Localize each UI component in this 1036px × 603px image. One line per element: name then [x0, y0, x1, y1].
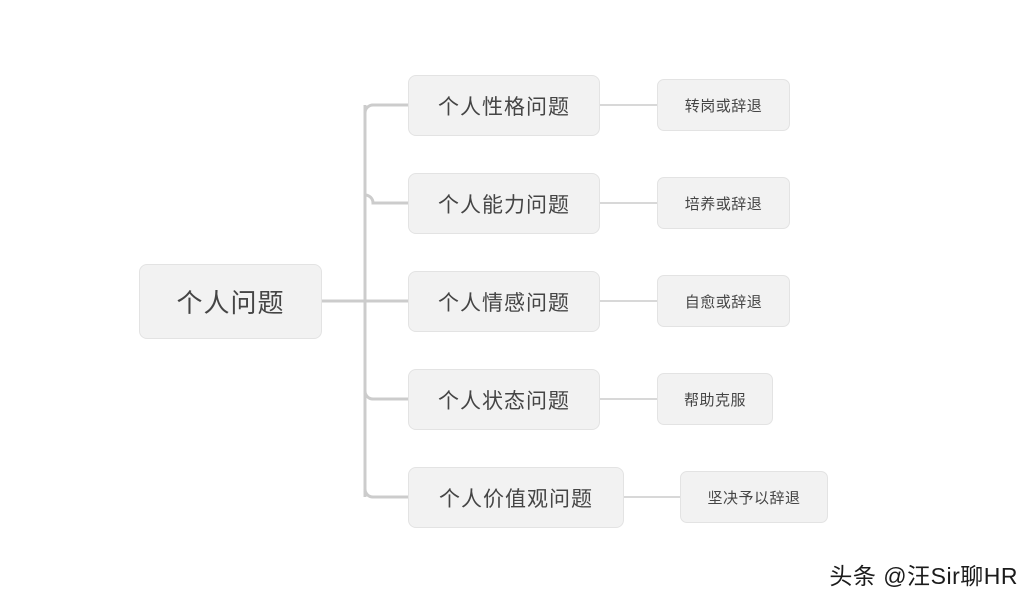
branch-node-3-label: 个人情感问题 [438, 291, 570, 315]
outcome-node-5-label: 坚决予以辞退 [707, 489, 801, 507]
connector-branch-2 [364, 193, 408, 205]
branch-node-4-label: 个人状态问题 [438, 389, 570, 413]
branch-node-2-label: 个人能力问题 [438, 193, 570, 217]
branch-node-1-label: 个人性格问题 [438, 95, 570, 119]
branch-node-4[interactable]: 个人状态问题 [408, 369, 600, 430]
branch-node-1[interactable]: 个人性格问题 [408, 75, 600, 136]
branch-node-5[interactable]: 个人价值观问题 [408, 467, 624, 528]
outcome-node-5[interactable]: 坚决予以辞退 [680, 471, 828, 523]
branch-node-3[interactable]: 个人情感问题 [408, 271, 600, 332]
outcome-node-2-label: 培养或辞退 [684, 195, 763, 213]
outcome-node-1-label: 转岗或辞退 [684, 97, 763, 115]
outcome-node-1[interactable]: 转岗或辞退 [657, 79, 790, 131]
connector-branch-1 [363, 103, 408, 114]
outcome-node-3[interactable]: 自愈或辞退 [657, 275, 790, 327]
root-node-label: 个人问题 [176, 288, 285, 318]
outcome-node-4-label: 帮助克服 [683, 391, 746, 409]
outcome-node-3-label: 自愈或辞退 [684, 293, 763, 311]
outcome-node-4[interactable]: 帮助克服 [657, 373, 773, 425]
connector-branch-5 [363, 488, 408, 499]
root-node[interactable]: 个人问题 [139, 264, 322, 339]
branch-node-5-label: 个人价值观问题 [439, 487, 593, 511]
connector-branch-4 [363, 390, 408, 401]
watermark-text: 头条 @汪Sir聊HR [829, 563, 1018, 589]
branch-node-2[interactable]: 个人能力问题 [408, 173, 600, 234]
outcome-node-2[interactable]: 培养或辞退 [657, 177, 790, 229]
